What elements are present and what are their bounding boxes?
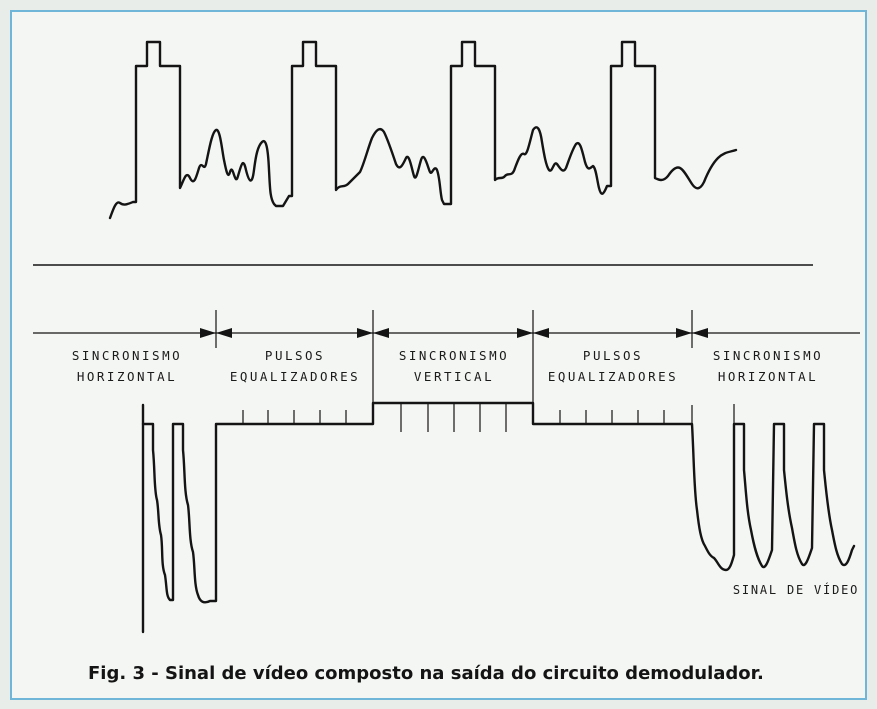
section-label-vertical-sync-line1: SINCRONISMO: [399, 348, 509, 363]
section-label-vertical-sync-line2: VERTICAL: [414, 369, 494, 384]
section-label-equalizing-1-line1: PULSOS: [265, 348, 325, 363]
section-label-equalizing-1-line2: EQUALIZADORES: [230, 369, 360, 384]
section-label-horizontal-sync-1-line2: HORIZONTAL: [77, 369, 177, 384]
section-label-equalizing-2-line1: PULSOS: [583, 348, 643, 363]
section-label-horizontal-sync-2-line2: HORIZONTAL: [718, 369, 818, 384]
left-horizontal-sync-pulses: [141, 401, 856, 634]
section-label-horizontal-sync-1-line1: SINCRONISMO: [72, 348, 182, 363]
section-label-horizontal-sync-2-line1: SINCRONISMO: [713, 348, 823, 363]
vertical-sync-serration-ticks: [400, 403, 507, 432]
section-label-equalizing-2-line2: EQUALIZADORES: [548, 369, 678, 384]
equalizing-pulse-ticks: [242, 405, 693, 424]
upper-video-waveform: [108, 40, 738, 220]
figure-caption: Fig. 3 - Sinal de vídeo composto na saíd…: [88, 663, 764, 684]
figure-panel: [10, 10, 867, 700]
video-signal-label: SINAL DE VÍDEO: [733, 582, 859, 597]
section-dimension-line: [33, 310, 860, 410]
